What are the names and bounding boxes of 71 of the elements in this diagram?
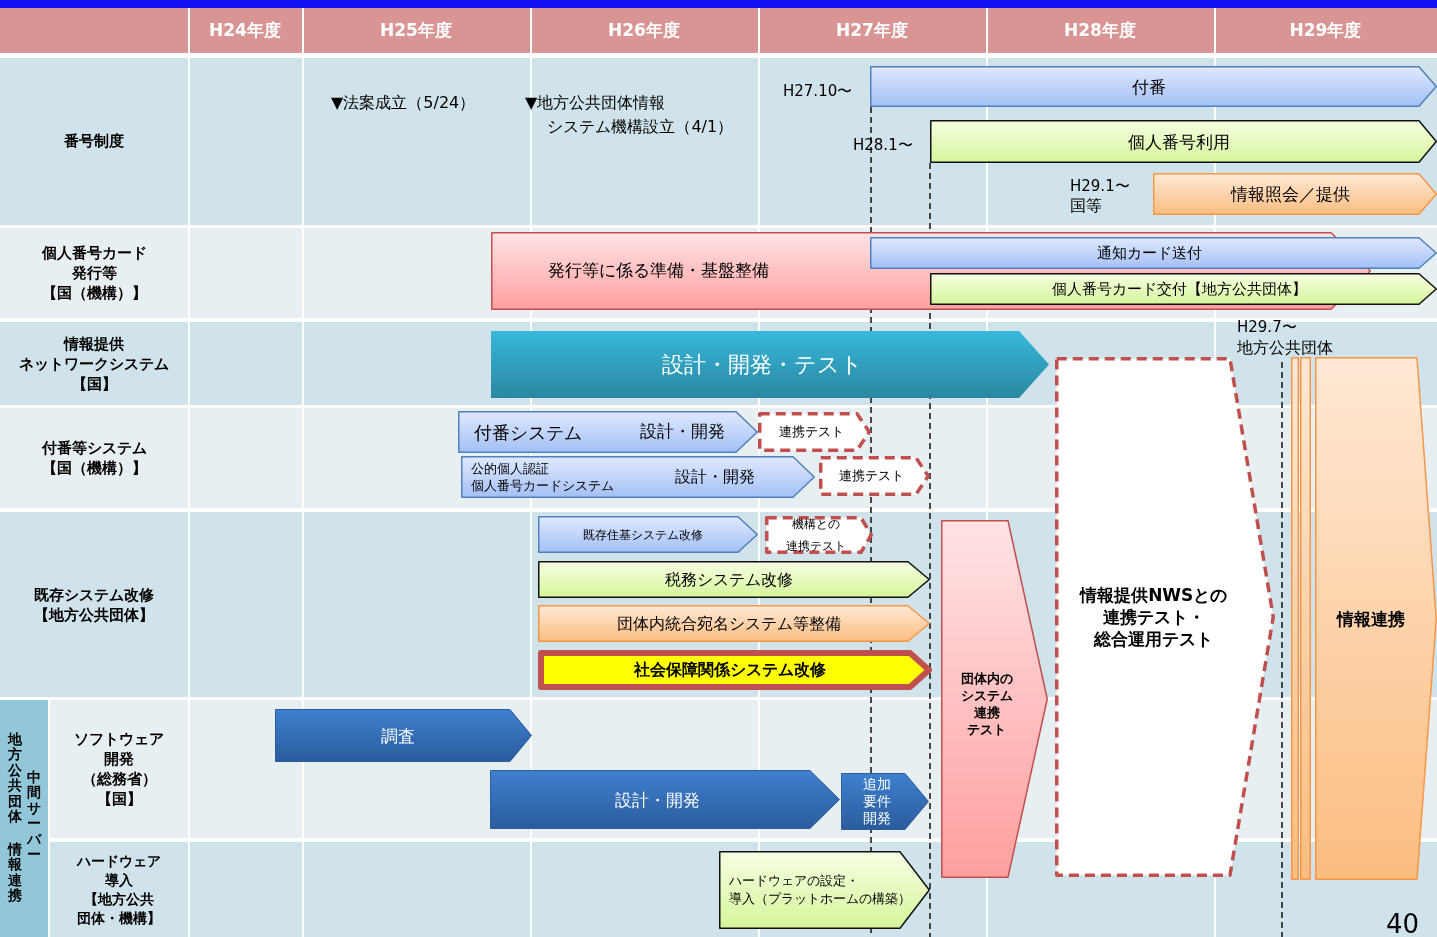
group-label: 情報連携 [8,842,22,904]
year-header: H29年度 [1289,18,1362,42]
bar-label: 機構との連携テスト [786,516,846,555]
milestone-label: 国等 [1070,195,1102,217]
row-header: 付番等システム【国（機構）】 [41,438,147,478]
bar-label: 設計・開発 [675,466,755,488]
row-header: 個人番号カード発行等【国（機構）】 [41,243,147,303]
row-header: ハードウェア導入【地方公共団体・機構】 [77,851,161,928]
bar-label: 税務システム改修 [664,568,793,591]
bar-label: 個人番号利用 [1128,130,1230,153]
bar-label: 情報提供NWSとの連携テスト・総合運用テスト [1080,584,1228,650]
bar-label: 連携テスト [778,423,844,441]
dashed-arrow-box [819,456,930,496]
group-label: 地方公共団体 [8,732,22,825]
bar-label: 情報照会／提供 [1231,183,1350,205]
arrow-bar [1153,173,1437,215]
bar-label: 設計・開発 [640,420,725,444]
phase-bar [1300,357,1311,880]
dashed-arrow-box [758,412,871,452]
year-header: H26年度 [608,18,680,42]
dashed-arrow-box [765,516,873,554]
arrow-bar [870,66,1437,107]
arrow-bar [930,273,1437,305]
arrow-bar [941,520,1048,878]
bar-label: 付番システム [474,420,582,445]
arrow-bar [491,331,1049,398]
arrow-bar [870,237,1437,269]
row-header: ソフトウェア開発（総務省）【国】 [74,729,164,809]
bar-label: 設計・開発・テスト [662,353,863,376]
arrow-bar [461,456,815,498]
arrow-bar [275,709,532,762]
bar-label: 付番 [1132,75,1166,98]
milestone-label: ▼法案成立（5/24） [331,92,476,114]
arrow-bar [538,561,930,598]
row-header: 番号制度 [64,131,124,153]
year-header: H27年度 [836,18,908,42]
arrow-bar [930,120,1437,163]
milestone-label: ▼地方公共団体情報システム機構設立（4/1） [525,92,734,138]
bar-label: 情報連携 [1337,607,1405,630]
bar-label: 連携テスト [838,467,904,485]
bar-label: 団体内のシステム連携テスト [960,670,1013,738]
bar-label: 個人番号カード交付【地方公共団体】 [1051,279,1307,300]
bar-label: 追加要件開発 [863,776,891,827]
year-header: H25年度 [380,18,452,42]
bar-label: 団体内統合宛名システム等整備 [616,612,841,635]
phase-bar [1291,357,1299,880]
bar-label: 設計・開発 [615,788,700,811]
bar-label: 公的個人認証個人番号カードシステム [471,460,614,494]
row-header: 既存システム改修【地方公共団体】 [34,584,154,625]
milestone-label: H29.7〜 [1237,317,1297,338]
bar-label: 発行等に係る準備・基盤整備 [548,259,769,283]
arrow-bar [538,605,930,642]
bar-label: 通知カード送付 [1096,243,1202,264]
arrow-bar [719,851,930,929]
arrow-bar [841,773,929,830]
page-number: 40 [1386,908,1420,937]
arrow-bar [538,650,932,690]
group-label: 中間サーバー [27,770,41,863]
bar-label: ハードウェアの設定・導入（プラットホームの構築） [729,872,911,908]
bar-label: 調査 [381,724,415,747]
start-date-label: H27.10〜 [783,81,853,101]
year-header: H28年度 [1064,18,1136,42]
arrow-bar [1315,357,1437,880]
year-header: H24年度 [209,18,281,42]
bar-label: 既存住基システム改修 [583,526,703,544]
start-date-label: H28.1〜 [853,135,913,155]
milestone-label: H29.1〜 [1070,176,1130,197]
row-header: 情報提供ネットワークシステム【国】 [19,333,169,394]
milestone-label: 地方公共団体 [1237,337,1333,359]
arrow-bar [538,516,758,553]
bar-label: 社会保障関係システム改修 [633,659,826,681]
